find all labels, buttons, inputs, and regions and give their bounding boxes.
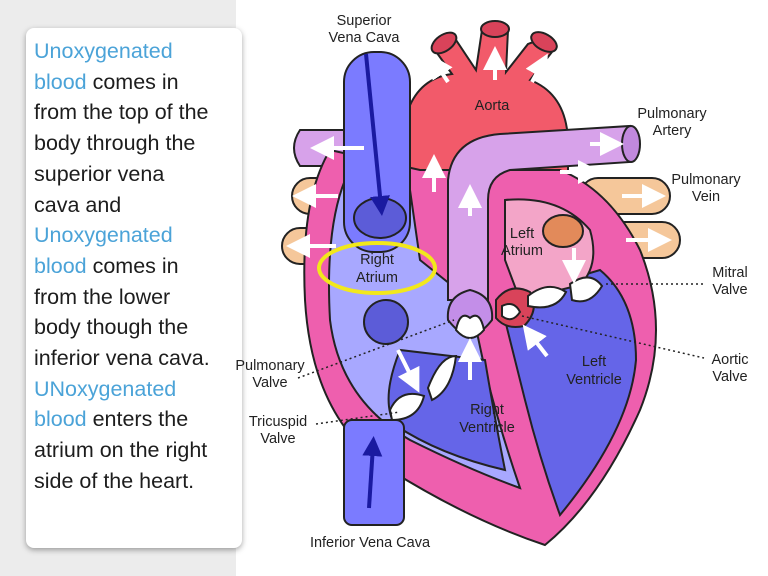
aorta-branch-tops <box>430 20 558 55</box>
text-line: blood enters the <box>34 404 274 435</box>
text-card <box>26 28 242 548</box>
text-line: atrium on the right <box>34 438 208 463</box>
text-highlight: blood <box>34 69 87 94</box>
text-highlight: blood <box>34 253 87 278</box>
label-tricuspid-valve: Tricuspid <box>249 414 307 430</box>
text-line: from the lower <box>34 284 171 309</box>
text-line: body though the <box>34 315 189 340</box>
label-left-atrium: Left <box>510 226 534 242</box>
text-line: blood comes in <box>34 67 274 98</box>
label-right-ventricle: Ventricle <box>459 420 515 436</box>
label-superior-vena-cava: Superior <box>337 13 392 29</box>
label-pulmonary-artery: Pulmonary <box>637 106 707 122</box>
text-line: Unoxygenated <box>34 223 173 248</box>
label-aorta: Aorta <box>475 98 511 114</box>
label-right-ventricle: Right <box>470 402 504 418</box>
label-left-atrium: Atrium <box>501 243 543 259</box>
label-superior-vena-cava: Vena Cava <box>329 30 401 46</box>
svc-flow-arrow <box>364 53 390 216</box>
text-line: body through the <box>34 131 196 156</box>
label-mitral-valve: Mitral <box>712 265 747 281</box>
ivc-opening <box>363 299 409 345</box>
text-highlight: blood <box>34 407 87 432</box>
text-line: UNoxygenated <box>34 376 177 401</box>
text-line: side of the heart. <box>34 468 195 493</box>
pulmonary-artery-opening <box>621 125 641 163</box>
label-right-atrium: Atrium <box>356 270 398 286</box>
label-mitral-valve: Valve <box>712 282 747 298</box>
text-segment: comes in <box>86 69 179 94</box>
ivc-flow-arrow <box>362 436 383 509</box>
text-segment: comes in <box>86 253 179 278</box>
left-atrium-vein-opening <box>542 214 584 248</box>
tricuspid-valve <box>388 354 458 422</box>
slide-text: Unoxygenated blood comes in from the top… <box>34 36 274 497</box>
inferior-vena-cava <box>343 419 405 526</box>
flow-arrows <box>286 46 672 393</box>
leader-lines <box>297 283 705 425</box>
aortic-valve <box>495 287 535 328</box>
text-segment: enters the <box>86 407 189 432</box>
text-line: cava and <box>34 192 122 217</box>
label-pulmonary-valve: Valve <box>252 375 287 391</box>
label-aortic-valve: Aortic <box>711 352 748 368</box>
text-line: Unoxygenated <box>34 39 173 63</box>
text-line: blood comes in <box>34 251 274 282</box>
label-tricuspid-valve: Valve <box>260 431 295 447</box>
label-pulmonary-valve: Pulmonary <box>235 358 305 374</box>
text-line: from the top of the <box>34 100 209 125</box>
label-pulmonary-vein: Vein <box>692 189 720 205</box>
text-line: superior vena <box>34 161 165 186</box>
label-inferior-vena-cava: Inferior Vena Cava <box>310 535 431 551</box>
pulmonary-valve <box>446 288 494 339</box>
diagram-labels: Superior Vena Cava Aorta Pulmonary Arter… <box>235 13 748 551</box>
label-aortic-valve: Valve <box>712 369 747 385</box>
label-pulmonary-artery: Artery <box>653 123 692 139</box>
label-left-ventricle: Left <box>582 354 606 370</box>
label-left-ventricle: Ventricle <box>566 372 622 388</box>
label-right-atrium: Right <box>360 252 394 268</box>
text-line: inferior vena cava. <box>34 346 210 371</box>
label-pulmonary-vein: Pulmonary <box>671 172 741 188</box>
right-atrium-highlight-ring <box>317 241 437 295</box>
